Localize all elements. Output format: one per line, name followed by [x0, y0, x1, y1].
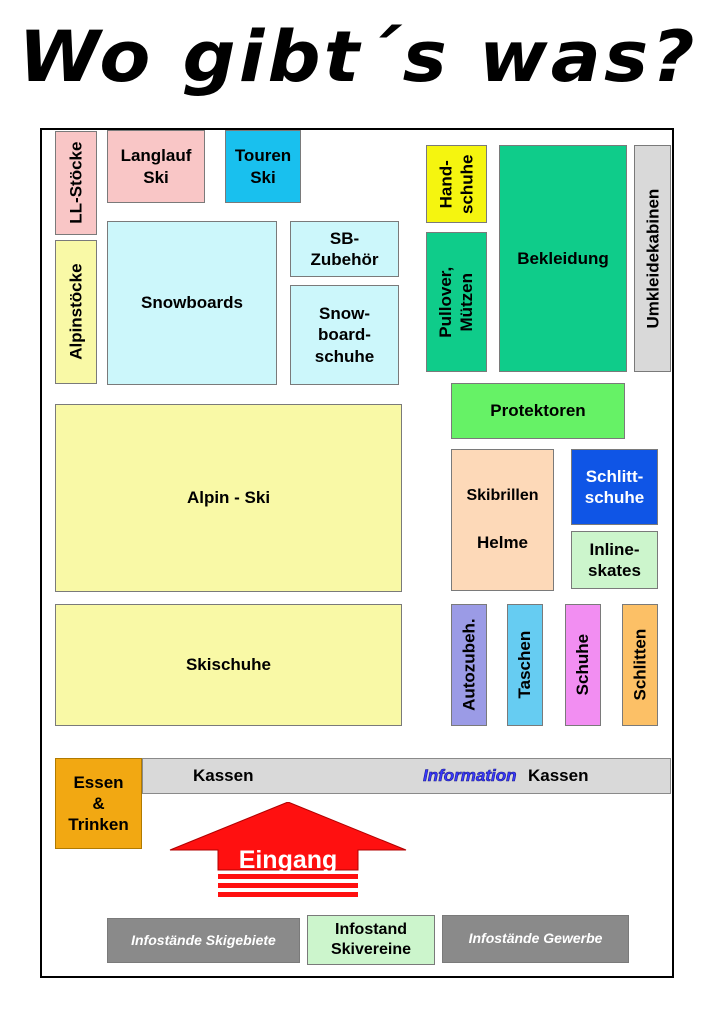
zone-schlittschuhe-label: Schlitt- schuhe [584, 466, 645, 507]
zone-infostand-skivereine[interactable]: Infostand Skivereine [307, 915, 435, 965]
floor-plan [40, 128, 674, 978]
zone-snowboards[interactable]: Snowboards [107, 221, 277, 385]
zone-helme-label: Helme [476, 533, 529, 553]
zone-essen-trinken-label: Essen & Trinken [68, 772, 129, 835]
information-label[interactable]: Information [423, 766, 517, 786]
zone-bekleidung-label: Bekleidung [517, 248, 609, 268]
zone-alpin-ski[interactable]: Alpin - Ski [55, 404, 402, 592]
zone-taschen-label: Taschen [515, 631, 535, 699]
zone-bekleidung[interactable]: Bekleidung [499, 145, 627, 372]
zone-infostaende-skigebiete[interactable]: Infostände Skigebiete [107, 918, 300, 963]
zone-schuhe-label: Schuhe [573, 634, 593, 696]
zone-touren-ski[interactable]: Touren Ski [225, 130, 301, 203]
entrance-arrow-icon [169, 802, 407, 897]
zone-handschuhe[interactable]: Hand- schuhe [426, 145, 487, 223]
zone-touren-ski-label: Touren Ski [234, 146, 292, 187]
zone-schlitten[interactable]: Schlitten [622, 604, 658, 726]
page-title: Wo gibt´s was? [18, 16, 698, 98]
zone-taschen[interactable]: Taschen [507, 604, 543, 726]
zone-infostaende-skigebiete-label: Infostände Skigebiete [131, 931, 276, 948]
eingang-label: Eingang [238, 846, 338, 874]
zone-alpin-ski-label: Alpin - Ski [186, 488, 271, 508]
zone-protektoren[interactable]: Protektoren [451, 383, 625, 439]
zone-sb-zubehoer-label: SB- Zubehör [310, 228, 379, 269]
zone-inlineskates-label: Inline- skates [588, 539, 641, 580]
zone-protektoren-label: Protektoren [490, 401, 586, 421]
zone-ll-stoecke[interactable]: LL-Stöcke [55, 131, 97, 235]
zone-inlineskates[interactable]: Inline- skates [571, 531, 658, 589]
kassen-right-label: Kassen [528, 766, 589, 785]
zone-alpinstoecke-label: Alpinstöcke [66, 263, 86, 361]
zone-umkleidekabinen-label: Umkleidekabinen [642, 188, 662, 329]
zone-autozubehoer[interactable]: Autozubeh. [451, 604, 487, 726]
zone-umkleidekabinen[interactable]: Umkleidekabinen [634, 145, 671, 372]
zone-ll-stoecke-label: LL-Stöcke [66, 141, 86, 225]
zone-handschuhe-label: Hand- schuhe [436, 154, 477, 214]
zone-infostaende-gewerbe-label: Infostände Gewerbe [468, 930, 603, 947]
zone-pullover-muetzen[interactable]: Pullover, Mützen [426, 232, 487, 372]
zone-snowboardschuhe[interactable]: Snow- board- schuhe [290, 285, 399, 385]
zone-alpinstoecke[interactable]: Alpinstöcke [55, 240, 97, 384]
zone-langlauf-ski-label: Langlauf Ski [120, 146, 192, 187]
zone-essen-trinken[interactable]: Essen & Trinken [55, 758, 142, 849]
zone-infostaende-gewerbe[interactable]: Infostände Gewerbe [442, 915, 629, 963]
zone-infostand-skivereine-label: Infostand Skivereine [330, 921, 412, 958]
zone-skischuhe[interactable]: Skischuhe [55, 604, 402, 726]
kassen-left-label: Kassen [193, 766, 254, 785]
zone-schlitten-label: Schlitten [630, 629, 650, 701]
zone-langlauf-ski[interactable]: Langlauf Ski [107, 130, 205, 203]
zone-sb-zubehoer[interactable]: SB- Zubehör [290, 221, 399, 277]
checkout-bar: Kassen Information Kassen [142, 758, 671, 794]
zone-skibrillen-helme[interactable]: Skibrillen Helme [451, 449, 554, 591]
zone-schlittschuhe[interactable]: Schlitt- schuhe [571, 449, 658, 525]
zone-pullover-muetzen-label: Pullover, Mützen [436, 266, 477, 338]
zone-snowboardschuhe-label: Snow- board- schuhe [314, 304, 375, 366]
zone-skischuhe-label: Skischuhe [185, 655, 272, 675]
zone-skibrillen-label: Skibrillen [466, 487, 539, 505]
zone-autozubehoer-label: Autozubeh. [459, 618, 479, 712]
zone-schuhe[interactable]: Schuhe [565, 604, 601, 726]
zone-snowboards-label: Snowboards [140, 293, 243, 313]
